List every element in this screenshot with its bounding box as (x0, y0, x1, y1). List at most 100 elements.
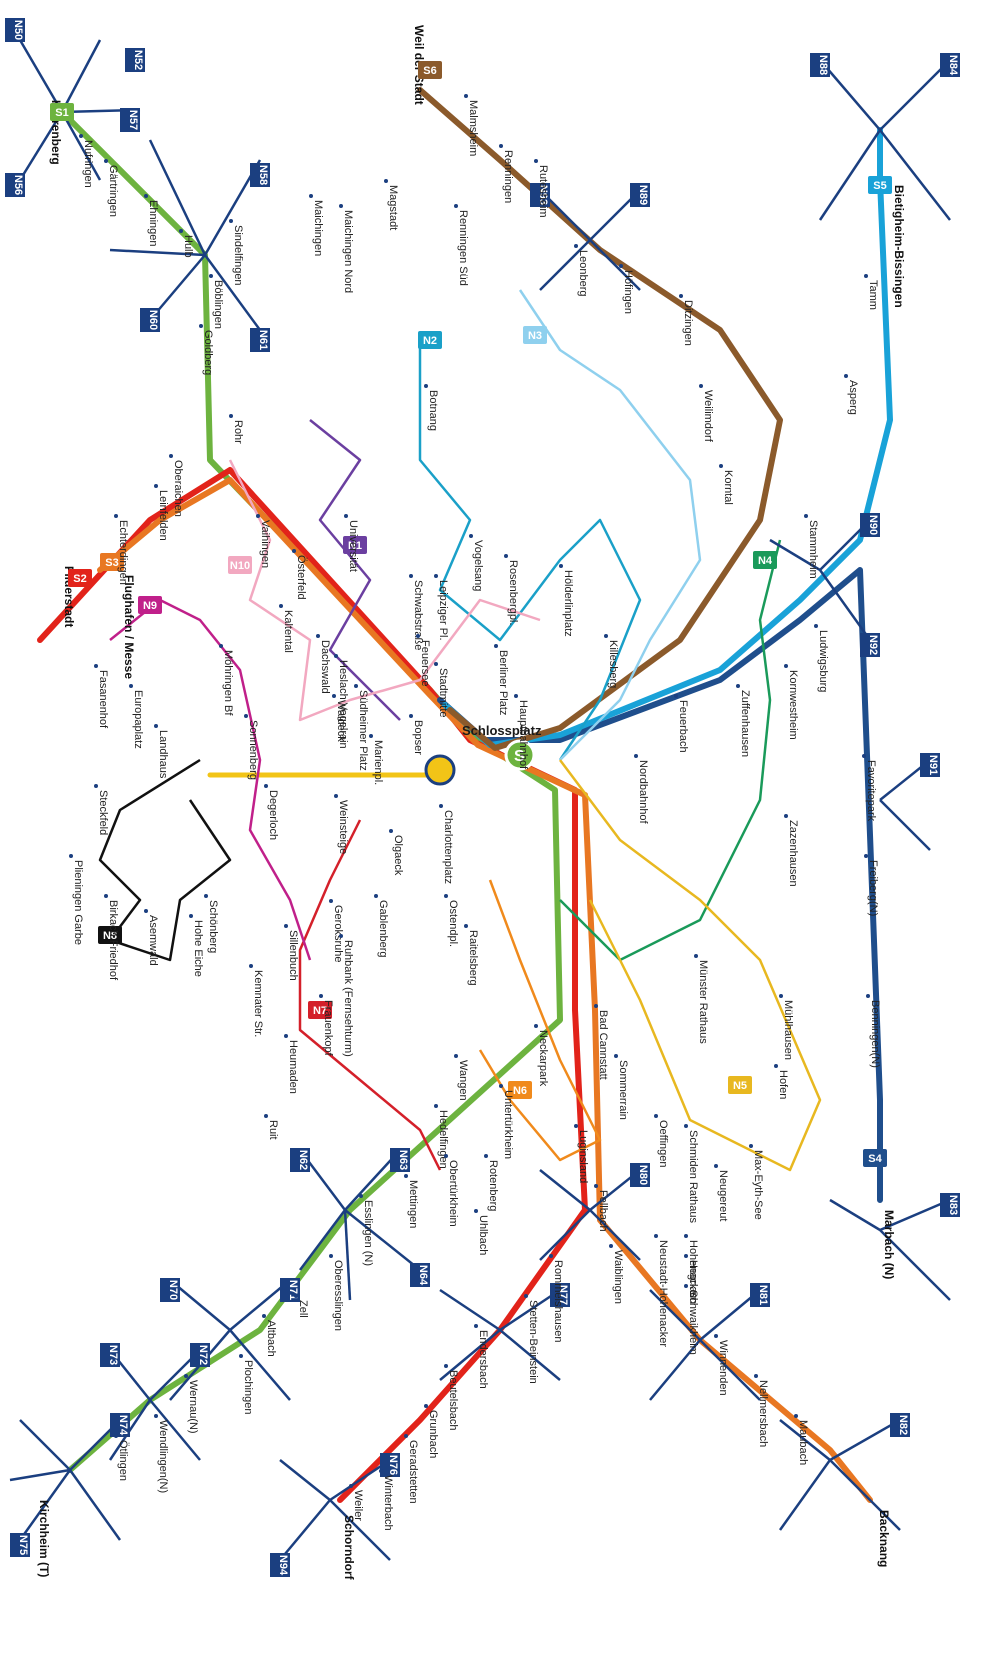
badge-n4[interactable]: N4 (753, 551, 777, 569)
station-marienplatz[interactable]: Marienpl. (372, 740, 384, 785)
station-asperg[interactable]: Asperg (847, 380, 859, 415)
station-nellmersbach[interactable]: Nellmersbach (757, 1380, 769, 1447)
station-heslach[interactable]: Heslach Vogelrain (337, 660, 349, 749)
regional-badge[interactable]: N50 (5, 18, 25, 42)
station-maichingen-nord[interactable]: Maichingen Nord (342, 210, 354, 293)
station-gaertringen[interactable]: Gärtringen (107, 165, 119, 217)
station-zuffenhausen[interactable]: Zuffenhausen (739, 690, 751, 757)
badge-n2[interactable]: N2 (418, 331, 442, 349)
station-beutelsbach[interactable]: Beutelsbach (447, 1370, 459, 1431)
station-ploechingen[interactable]: Plochingen (242, 1360, 254, 1414)
station-mettingen[interactable]: Mettingen (407, 1180, 419, 1228)
station-wernau[interactable]: Wernau(N) (187, 1380, 199, 1434)
station-landhaus[interactable]: Landhaus (157, 730, 169, 779)
station-kornwestheim[interactable]: Kornwestheim (787, 670, 799, 740)
station-malmsheim[interactable]: Malmsheim (467, 100, 479, 156)
station-neugereut[interactable]: Neugereut (717, 1170, 729, 1221)
station-vaihingen[interactable]: Vaihingen (259, 520, 271, 568)
station-oeffingen[interactable]: Oeffingen (657, 1120, 669, 1168)
station-maubach[interactable]: Maubach (797, 1420, 809, 1465)
regional-badge[interactable]: N57 (120, 108, 140, 132)
regional-badge[interactable]: N75 (10, 1533, 30, 1557)
station-endersbach[interactable]: Endersbach (477, 1330, 489, 1389)
station-freiberg[interactable]: Freiberg(N) (867, 860, 879, 916)
station-oesterfeld[interactable]: Österfeld (295, 555, 307, 600)
regional-badge[interactable]: N62 (290, 1148, 310, 1172)
station-olgaeck[interactable]: Olgaeck (392, 835, 404, 876)
regional-badge[interactable]: N90 (860, 513, 880, 537)
station-benningen[interactable]: Benningen(N) (869, 1000, 881, 1068)
station-altbach[interactable]: Altbach (265, 1320, 277, 1357)
station-berliner-platz[interactable]: Berliner Platz (497, 650, 509, 715)
badge-n3[interactable]: N3 (523, 326, 547, 344)
station-neckarpark[interactable]: Neckarpark (537, 1030, 549, 1087)
station-fellbach[interactable]: Fellbach (597, 1190, 609, 1232)
station-hauptbahnhof[interactable]: Hauptbahnhof (517, 700, 529, 770)
regional-badge[interactable]: N83 (940, 1193, 960, 1217)
station-oetlingen[interactable]: Ötlingen (117, 1440, 129, 1481)
regional-badge[interactable]: N74 (110, 1413, 130, 1437)
station-sommerrain[interactable]: Sommerrain (617, 1060, 629, 1120)
station-sindelfingen[interactable]: Sindelfingen (232, 225, 244, 286)
badge-n9[interactable]: N9 (138, 596, 162, 614)
regional-badge[interactable]: N94 (270, 1553, 290, 1577)
station-degerloch[interactable]: Degerloch (267, 790, 279, 840)
station-rotenberg[interactable]: Rotenberg (487, 1160, 499, 1211)
station-oberaichen[interactable]: Oberaichen (172, 460, 184, 517)
badge-s6[interactable]: S6 (418, 61, 442, 79)
station-hoefingen[interactable]: Höfingen (622, 270, 634, 314)
badge-n10[interactable]: N10 (228, 556, 252, 574)
regional-badge[interactable]: N76 (380, 1453, 400, 1477)
badge-n5[interactable]: N5 (728, 1076, 752, 1094)
station-weiler[interactable]: Weiler (352, 1490, 364, 1521)
station-hohenacker[interactable]: Hohenacker (687, 1240, 699, 1300)
regional-badge[interactable]: N70 (160, 1278, 180, 1302)
station-echterdingen[interactable]: Echterdingen (117, 520, 129, 585)
station-korntal[interactable]: Korntal (722, 470, 734, 505)
regional-badge[interactable]: N56 (5, 173, 25, 197)
station-renningen-sued[interactable]: Renningen Süd (457, 210, 469, 286)
station-ostendplatz[interactable]: Ostendpl. (447, 900, 459, 947)
station-muenster[interactable]: Münster Rathaus (697, 960, 709, 1044)
station-feuerbach[interactable]: Feuerbach (677, 700, 689, 753)
station-kaltental[interactable]: Kaltental (282, 610, 294, 653)
station-max-eyth-see[interactable]: Max-Eyth-See (752, 1150, 764, 1220)
station-winterbach[interactable]: Winterbach (382, 1475, 394, 1531)
station-grunbach[interactable]: Grunbach (427, 1410, 439, 1458)
station-stammheim[interactable]: Stammheim (807, 520, 819, 579)
station-winnenden[interactable]: Winnenden (717, 1340, 729, 1396)
station-nufringen[interactable]: Nufringen (82, 140, 94, 188)
station-kemnat[interactable]: Kemnater Str. (252, 970, 264, 1037)
regional-badge[interactable]: N58 (250, 163, 270, 187)
station-birkach[interactable]: Birkach Friedhof (107, 900, 119, 981)
station-magstadt[interactable]: Magstadt (387, 185, 399, 230)
station-leipziger-platz[interactable]: Leipziger Pl. (437, 580, 449, 641)
badge-s1[interactable]: S1 (50, 103, 74, 121)
station-ruit[interactable]: Ruit (267, 1120, 279, 1140)
station-untertuerkheim[interactable]: Untertürkheim (502, 1090, 514, 1159)
station-hoelderlinplatz[interactable]: Hölderlinplatz (562, 570, 574, 637)
station-geroksruhe[interactable]: Geroksruhe (332, 905, 344, 962)
station-sonnenberg[interactable]: Sonnenberg (247, 720, 259, 780)
station-luginsland[interactable]: Luginsland (577, 1130, 589, 1183)
station-killesberg[interactable]: Killesberg (607, 640, 619, 688)
badge-s2[interactable]: S2 (68, 569, 92, 587)
station-oberesslingen[interactable]: Oberesslingen (332, 1260, 344, 1331)
station-weilimdorf[interactable]: Weilimdorf (702, 390, 714, 443)
station-moehringen[interactable]: Möhringen Bf (222, 650, 234, 716)
regional-badge[interactable]: N73 (100, 1343, 120, 1367)
station-universitaet[interactable]: Universität (347, 520, 359, 572)
regional-badge[interactable]: N61 (250, 328, 270, 352)
regional-badge[interactable]: N82 (890, 1413, 910, 1437)
station-obertuerkheim[interactable]: Obertürkheim (447, 1160, 459, 1227)
regional-badge[interactable]: N63 (390, 1148, 410, 1172)
station-frauenkopf[interactable]: Frauenkopf (322, 1000, 334, 1057)
station-asemwald[interactable]: Asemwald (147, 915, 159, 966)
station-fasanenhof[interactable]: Fasanenhof (97, 670, 109, 729)
station-bad-cannstatt[interactable]: Bad Cannstatt (597, 1010, 609, 1080)
regional-badge[interactable]: N88 (810, 53, 830, 77)
station-schmiden[interactable]: Schmiden Rathaus (687, 1130, 699, 1223)
station-feuersee[interactable]: Feuersee (419, 640, 431, 686)
station-plieningen[interactable]: Plieningen Garbe (72, 860, 84, 945)
badge-s4[interactable]: S4 (863, 1149, 887, 1167)
